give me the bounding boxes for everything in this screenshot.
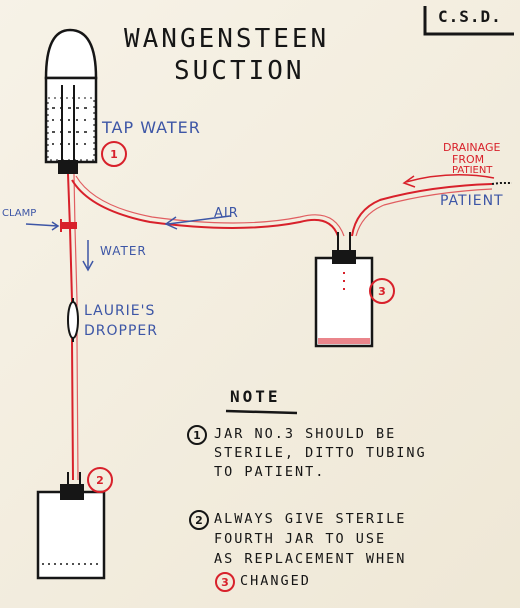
note-item-2-number: 2 [195,514,203,527]
label-clamp: CLAMP [2,208,37,219]
label-drainage-line-3: PATIENT [452,165,493,176]
note-item-1-line-2: STERILE, DITTO TUBING [214,445,427,461]
initials: C.S.D. [438,7,502,26]
note-item-2-line4-number: 3 [221,576,229,589]
note-heading: NOTE [230,387,281,406]
label-dropper-line-1: LAURIE'S [84,303,156,319]
label-drainage-line-2: FROM [452,153,485,166]
water-arrow [82,240,94,272]
note-item-2-line-1: ALWAYS GIVE STERILE [214,511,407,527]
lauries-dropper [67,298,79,342]
note-3-number-circle [215,572,235,592]
jar-3-number: 3 [378,285,386,298]
patient-tube [351,183,493,237]
label-patient: PATIENT [440,193,504,209]
title-line-2: SUCTION [174,56,305,86]
jar-1-number: 1 [110,148,118,161]
note-item-2-line-2: FOURTH JAR TO USE [214,531,387,547]
note-item-2-line-4: CHANGED [240,573,311,589]
jar-2 [36,472,106,580]
jar-3 [314,232,374,348]
note-item-1-circle [187,425,207,445]
label-dropper-line-2: DROPPER [84,323,158,339]
note-item-1-number: 1 [193,429,201,442]
title-line-1: WANGENSTEEN [124,24,330,54]
jar-2-number-circle [87,467,113,493]
air-tube [71,179,339,237]
note-item-2-line-3: AS REPLACEMENT WHEN [214,551,407,567]
initials-box [423,6,514,36]
label-air: AIR [214,206,239,221]
note-underline [225,409,298,415]
air-arrow [164,215,231,230]
note-item-1-line-1: JAR NO.3 SHOULD BE [214,426,397,442]
label-tap-water: TAP WATER [102,118,201,137]
jar-1 [44,28,98,174]
drainage-arrow [402,174,495,188]
note-item-1-line-3: TO PATIENT. [214,464,326,480]
jar-1-number-circle [101,141,127,167]
label-water: WATER [100,244,147,258]
clamp [25,219,77,232]
note-item-2-circle [189,510,209,530]
jar-2-number: 2 [96,474,104,487]
jar-3-number-circle [369,278,395,304]
label-drainage-line-1: DRAINAGE [443,141,501,154]
